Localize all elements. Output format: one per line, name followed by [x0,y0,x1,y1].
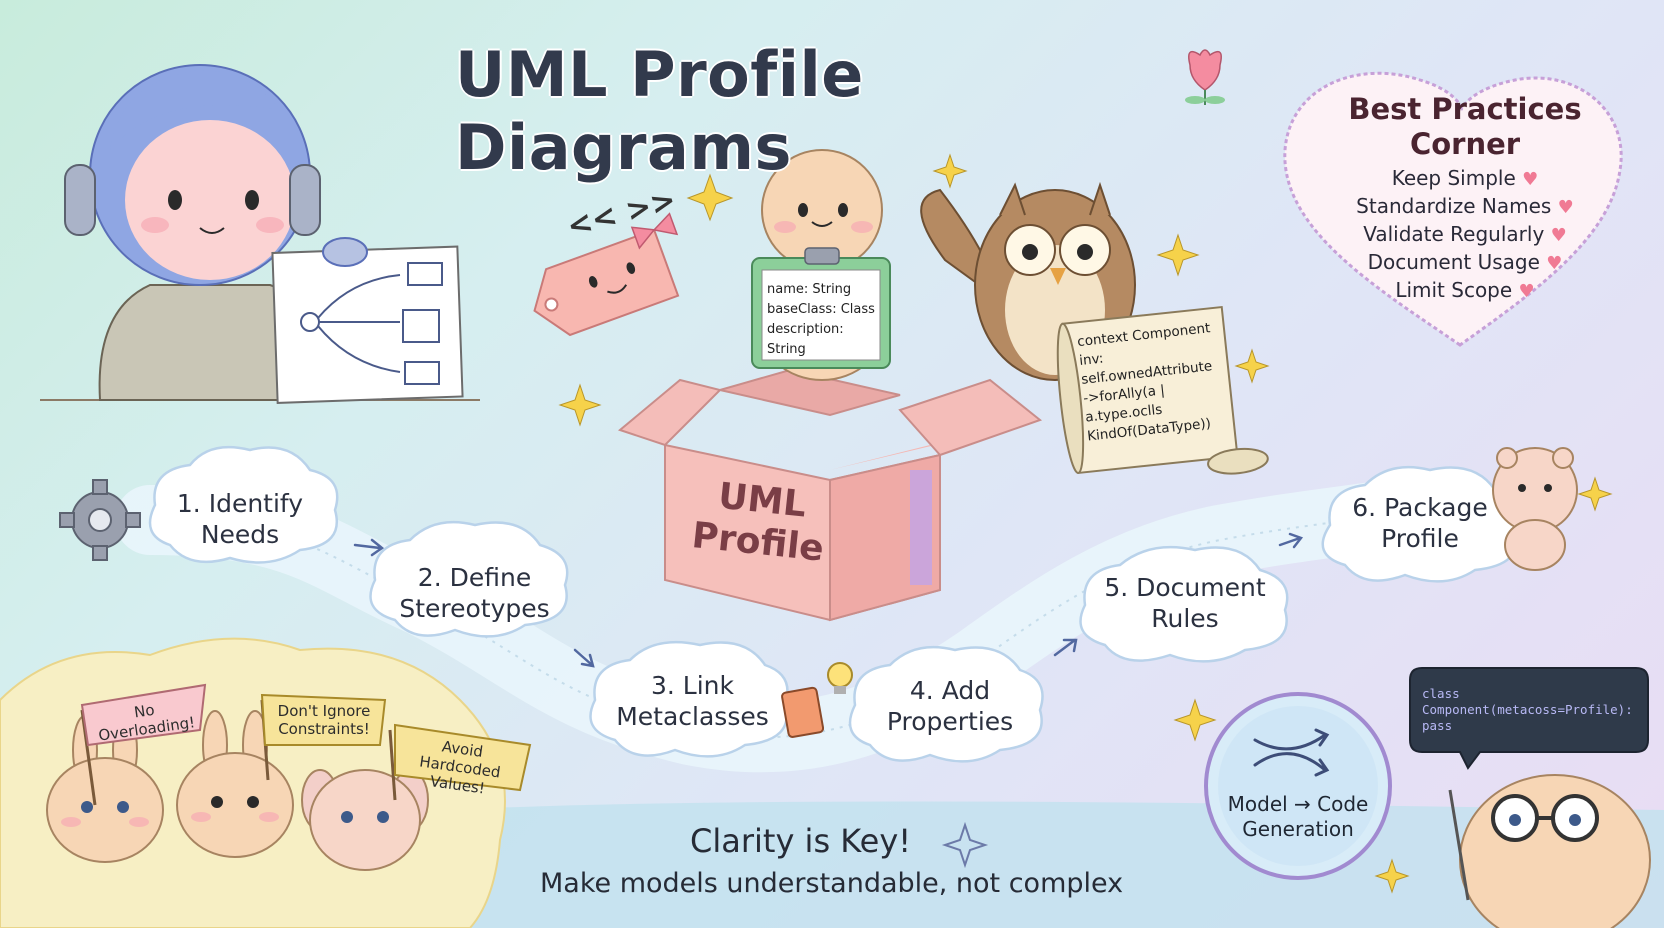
best-practice-item: Standardize Names ♥ [1300,192,1630,222]
flags [80,683,532,806]
cloud-step-4 [848,645,1044,763]
page-title: UML Profile Diagrams [455,38,864,184]
clipboard-line: baseClass: Class [767,302,875,317]
clipboard-line: name: String [767,282,852,297]
step-3-label: 3. Link Metaclasses [616,671,769,731]
clipboard-text: name: String baseClass: Class descriptio… [767,280,882,360]
cloud-step-5 [1079,545,1289,663]
best-practices-heart [1283,71,1623,347]
cloud-step-1 [148,445,339,564]
best-practice-label: Document Usage [1367,250,1540,274]
clipboard-character [751,149,891,381]
best-practices-title: Best Practices Corner [1300,92,1630,162]
shuffle-arrows-icon [1253,728,1330,777]
box-label: UML Profile [689,475,826,570]
heart-icon: ♥ [1557,197,1574,218]
kid-character [40,64,480,404]
heart-icon: ♥ [1518,281,1535,302]
flower-icon [1185,49,1225,105]
clarity-sparkle-icon [941,821,989,869]
best-practices-title-line1: Best Practices [1348,92,1582,126]
glasses-character [1448,774,1651,928]
clarity-heading: Clarity is Key! [690,822,912,860]
step-1-label: 1. Identify Needs [176,489,304,549]
bunny-characters [46,710,429,871]
ocl-scroll [1056,305,1269,475]
best-practice-item: Validate Regularly ♥ [1300,220,1630,250]
best-practices-title-line2: Corner [1409,127,1521,161]
tag-character [533,212,680,337]
clarity-subtext: Make models understandable, not complex [540,868,1124,899]
code-bubble-text: class Component(metacoss=Profile): pass [1422,686,1646,734]
clipboard-line: description: String [767,322,844,357]
step-6-label: 6. Package Profile [1352,493,1488,553]
gear-icon [59,479,141,561]
model-code-label: Model → Code Generation [1227,792,1369,841]
best-practice-label: Validate Regularly [1363,222,1545,246]
heart-icon: ♥ [1550,225,1567,246]
step-5-label: 5. Document Rules [1104,573,1266,633]
flag-dont-ignore-constraints: Don't Ignore Constraints! [277,702,371,738]
sparkle-icon [558,153,1613,894]
best-practice-label: Limit Scope [1395,278,1513,302]
code-line: class [1422,686,1460,701]
uml-profile-box [617,368,1043,622]
heart-icon: ♥ [1546,253,1563,274]
code-bubble [1409,667,1649,770]
code-line: Component(metacoss=Profile): [1422,702,1633,717]
best-practice-label: Keep Simple [1391,166,1516,190]
cloud-step-2 [369,520,569,638]
bear-character [1492,447,1578,571]
step-4-label: 4. Add Properties [886,676,1014,736]
model-code-circle [1204,692,1392,880]
scroll-text: context Component inv: self.ownedAttribu… [1076,317,1237,446]
lightbulb-icon [781,662,853,738]
best-practice-item: Keep Simple ♥ [1300,164,1630,194]
best-practice-item: Document Usage ♥ [1300,248,1630,278]
step-2-label: 2. Define Stereotypes [399,563,550,623]
heart-icon: ♥ [1522,169,1539,190]
best-practice-item: Limit Scope ♥ [1300,276,1630,306]
best-practice-label: Standardize Names [1356,194,1552,218]
code-line: pass [1422,718,1453,733]
